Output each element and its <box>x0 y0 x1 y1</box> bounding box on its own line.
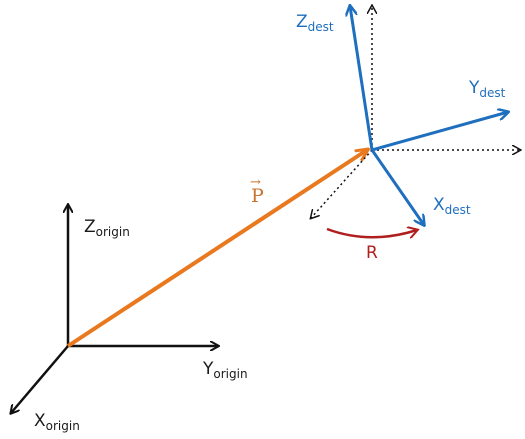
dest-x-label: Xdest <box>433 195 471 217</box>
position-vector-label: P <box>251 185 264 207</box>
position-vector-arrow-accent: → <box>250 175 261 190</box>
dotted-x-axis <box>311 149 373 218</box>
dest-reference-axes <box>311 6 520 218</box>
origin-frame: Zorigin Yorigin Xorigin <box>11 205 248 433</box>
position-vector-arrow <box>66 150 367 348</box>
dest-z-axis <box>350 6 374 151</box>
origin-x-axis <box>11 345 69 413</box>
origin-x-label: Xorigin <box>34 411 80 433</box>
origin-y-label: Yorigin <box>202 359 248 381</box>
dest-z-label: Zdest <box>296 12 334 34</box>
dest-frame: Zdest Ydest Xdest <box>296 6 508 225</box>
dest-y-axis <box>371 112 508 152</box>
dest-x-axis <box>370 149 424 225</box>
rotation-label: R <box>366 243 378 263</box>
dest-y-label: Ydest <box>468 78 506 100</box>
rotation: R <box>326 229 417 263</box>
origin-z-label: Zorigin <box>84 217 130 239</box>
position-vector: P → <box>66 150 367 348</box>
rotation-arc <box>326 229 417 239</box>
